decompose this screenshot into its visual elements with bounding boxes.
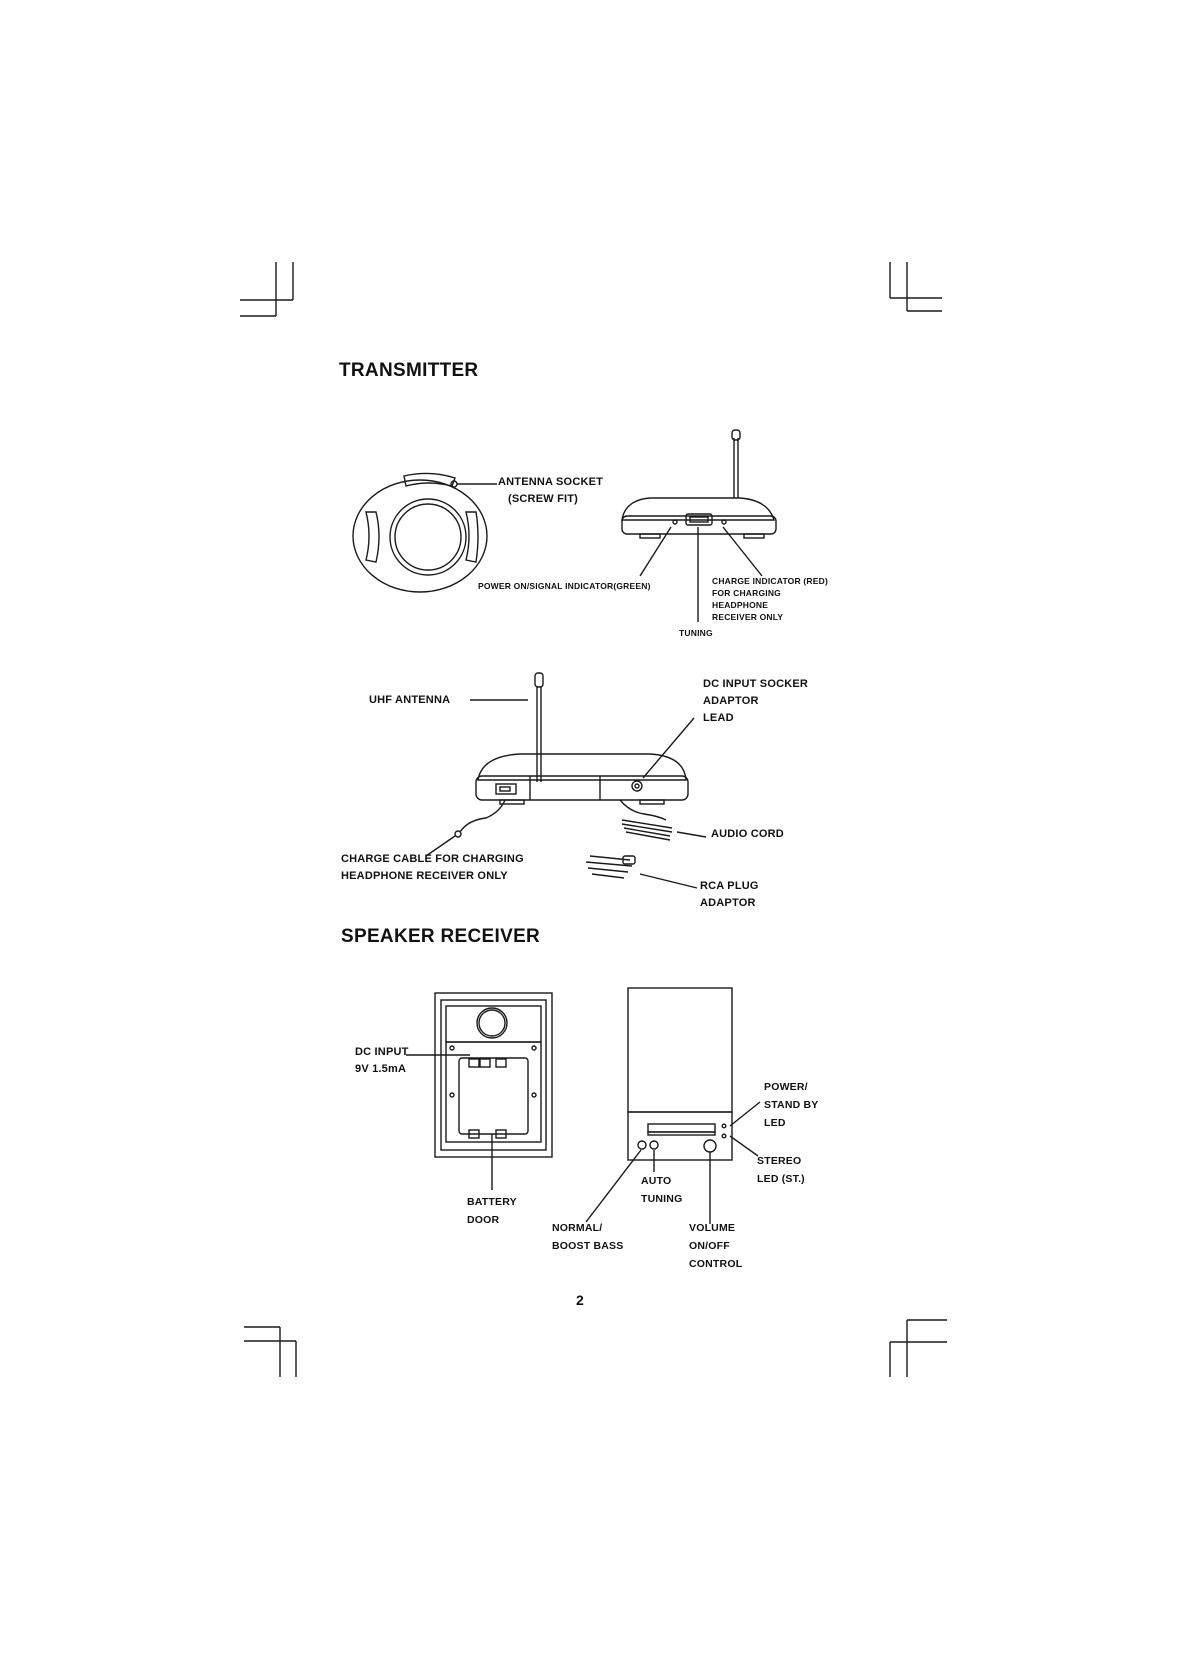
transmitter-front-view bbox=[621, 429, 777, 622]
auto-tuning-label: AUTO TUNING bbox=[641, 1175, 683, 1205]
antenna-socket-label: ANTENNA SOCKET (SCREW FIT) bbox=[498, 476, 604, 505]
uhf-antenna-label: UHF ANTENNA bbox=[369, 694, 451, 706]
speaker-front-view bbox=[585, 987, 761, 1224]
transmitter-top-view bbox=[352, 472, 497, 593]
transmitter-rear-view bbox=[425, 672, 707, 889]
crop-mark-top-left bbox=[240, 262, 294, 317]
crop-mark-top-right bbox=[889, 262, 942, 312]
charge-cable-label: CHARGE CABLE FOR CHARGING HEADPHONE RECE… bbox=[341, 853, 524, 882]
rca-plug-label: RCA PLUG ADAPTOR bbox=[700, 880, 759, 909]
stereo-led-label: STEREO LED (ST.) bbox=[757, 1155, 805, 1185]
page-number: 2 bbox=[576, 1292, 584, 1308]
audio-cord-label: AUDIO CORD bbox=[711, 828, 784, 840]
normal-boost-bass-label: NORMAL/ BOOST BASS bbox=[552, 1222, 624, 1252]
volume-control-label: VOLUME ON/OFF CONTROL bbox=[689, 1222, 743, 1270]
speaker-dc-input-label: DC INPUT 9V 1.5mA bbox=[355, 1046, 409, 1075]
speaker-receiver-heading: SPEAKER RECEIVER bbox=[341, 926, 541, 947]
speaker-rear-view bbox=[406, 992, 553, 1190]
battery-door-label: BATTERY DOOR bbox=[467, 1196, 517, 1226]
crop-mark-bottom-left bbox=[244, 1326, 297, 1377]
power-indicator-label: POWER ON/SIGNAL INDICATOR(GREEN) bbox=[478, 581, 651, 591]
dc-input-socket-label: DC INPUT SOCKER ADAPTOR LEAD bbox=[703, 678, 809, 724]
crop-mark-bottom-right bbox=[889, 1319, 947, 1377]
tuning-label: TUNING bbox=[679, 628, 713, 638]
power-standby-led-label: POWER/ STAND BY LED bbox=[764, 1081, 819, 1129]
transmitter-heading: TRANSMITTER bbox=[339, 360, 479, 381]
charge-indicator-label: CHARGE INDICATOR (RED) FOR CHARGING HEAD… bbox=[712, 576, 828, 622]
